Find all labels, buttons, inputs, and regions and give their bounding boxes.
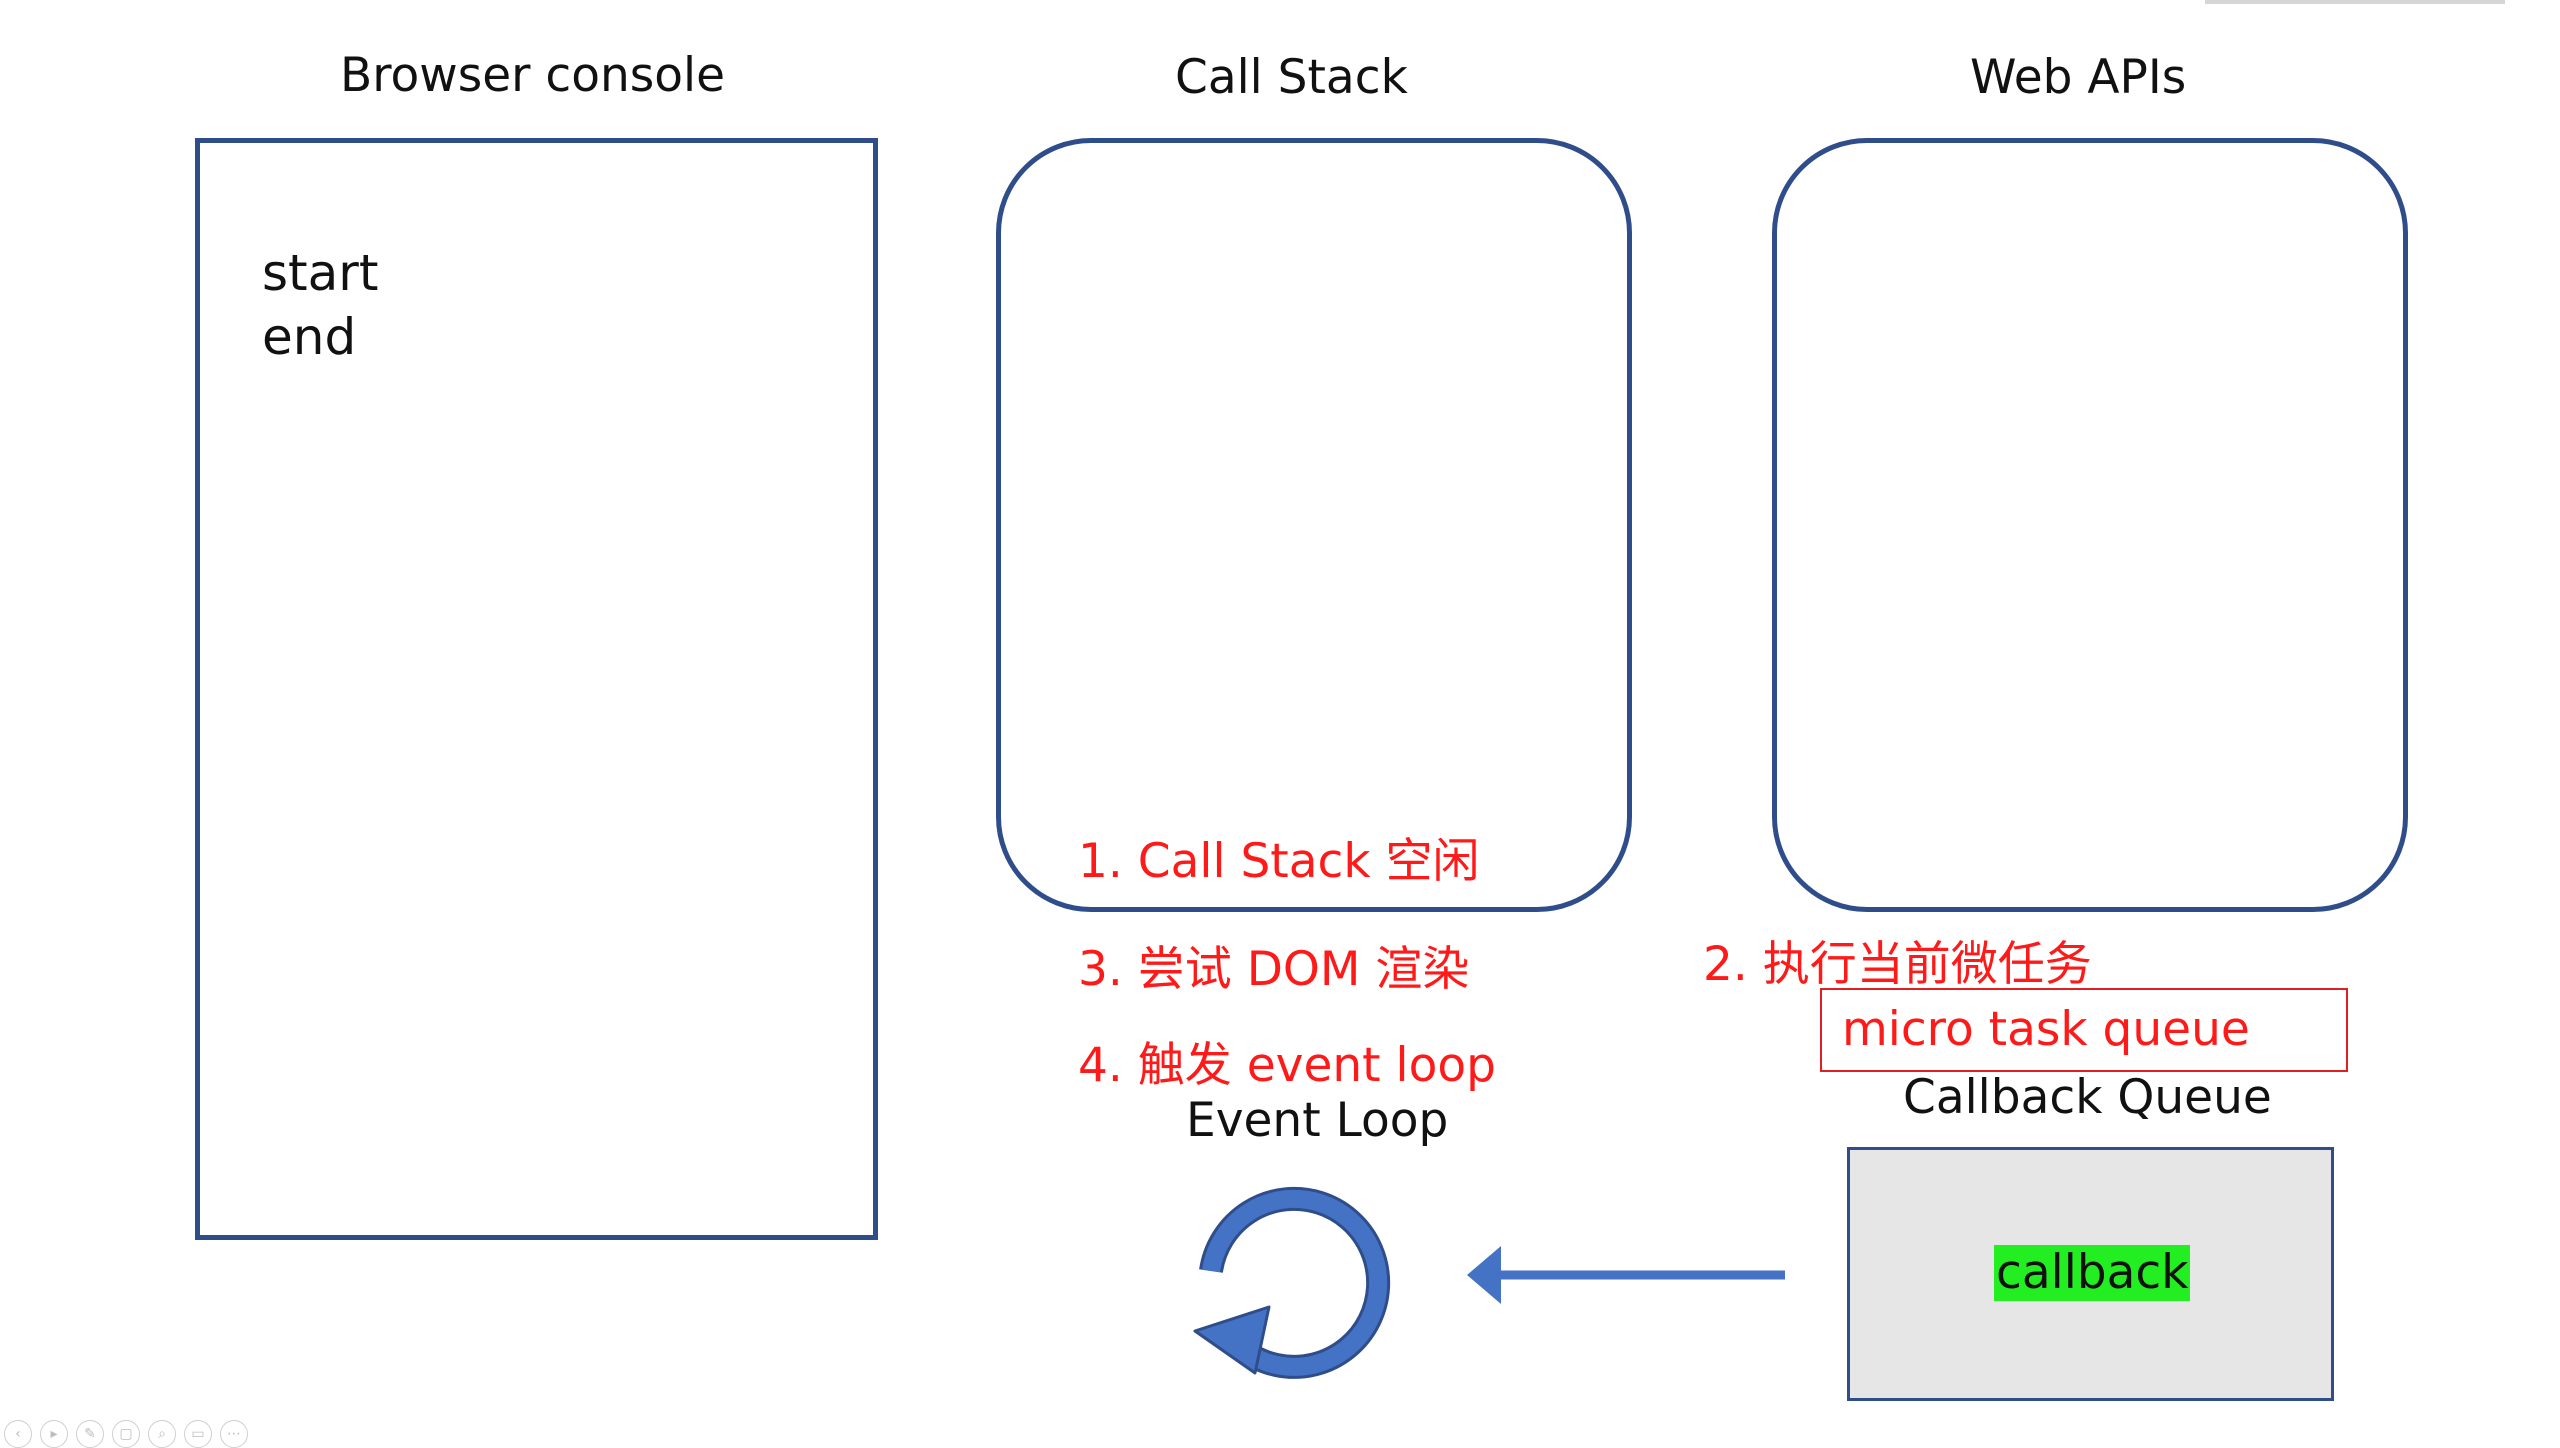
console-line-end: end [262, 308, 357, 366]
slide-tab-edge [2205, 0, 2505, 4]
left-arrow-icon [1467, 1246, 1785, 1304]
step-dom-render: 3. 尝试 DOM 渲染 [1078, 942, 1470, 997]
pen-icon[interactable]: ✎ [76, 1420, 104, 1448]
callback-item: callback [1994, 1245, 2191, 1301]
event-loop-title: Event Loop [1186, 1093, 1449, 1148]
call-stack-title: Call Stack [1175, 50, 1408, 105]
zoom-icon[interactable]: ⌕ [148, 1420, 176, 1448]
call-stack-idle-note: 1. Call Stack 空闲 [1078, 834, 1480, 889]
web-apis-title: Web APIs [1970, 50, 2187, 105]
call-stack-panel [996, 138, 1632, 912]
browser-console-panel: start end [195, 138, 878, 1240]
web-apis-panel [1772, 138, 2408, 912]
micro-task-queue-box: micro task queue [1820, 988, 2348, 1072]
window-icon[interactable]: ▭ [184, 1420, 212, 1448]
play-icon[interactable]: ▸ [40, 1420, 68, 1448]
callback-queue-title: Callback Queue [1903, 1070, 2272, 1125]
step-run-microtasks: 2. 执行当前微任务 [1703, 937, 2092, 992]
refresh-cycle-icon [1193, 1186, 1391, 1379]
callback-queue-panel: callback [1847, 1147, 2334, 1401]
copy-icon[interactable]: ▢ [112, 1420, 140, 1448]
console-line-start: start [262, 244, 379, 302]
console-title: Browser console [340, 48, 725, 103]
prev-icon[interactable]: ‹ [4, 1420, 32, 1448]
console-output: start end [262, 241, 378, 369]
micro-task-queue-label: micro task queue [1842, 1002, 2250, 1057]
slideshow-toolbar: ‹ ▸ ✎ ▢ ⌕ ▭ ⋯ [4, 1420, 256, 1448]
more-icon[interactable]: ⋯ [220, 1420, 248, 1448]
step-trigger-event-loop: 4. 触发 event loop [1078, 1038, 1496, 1093]
